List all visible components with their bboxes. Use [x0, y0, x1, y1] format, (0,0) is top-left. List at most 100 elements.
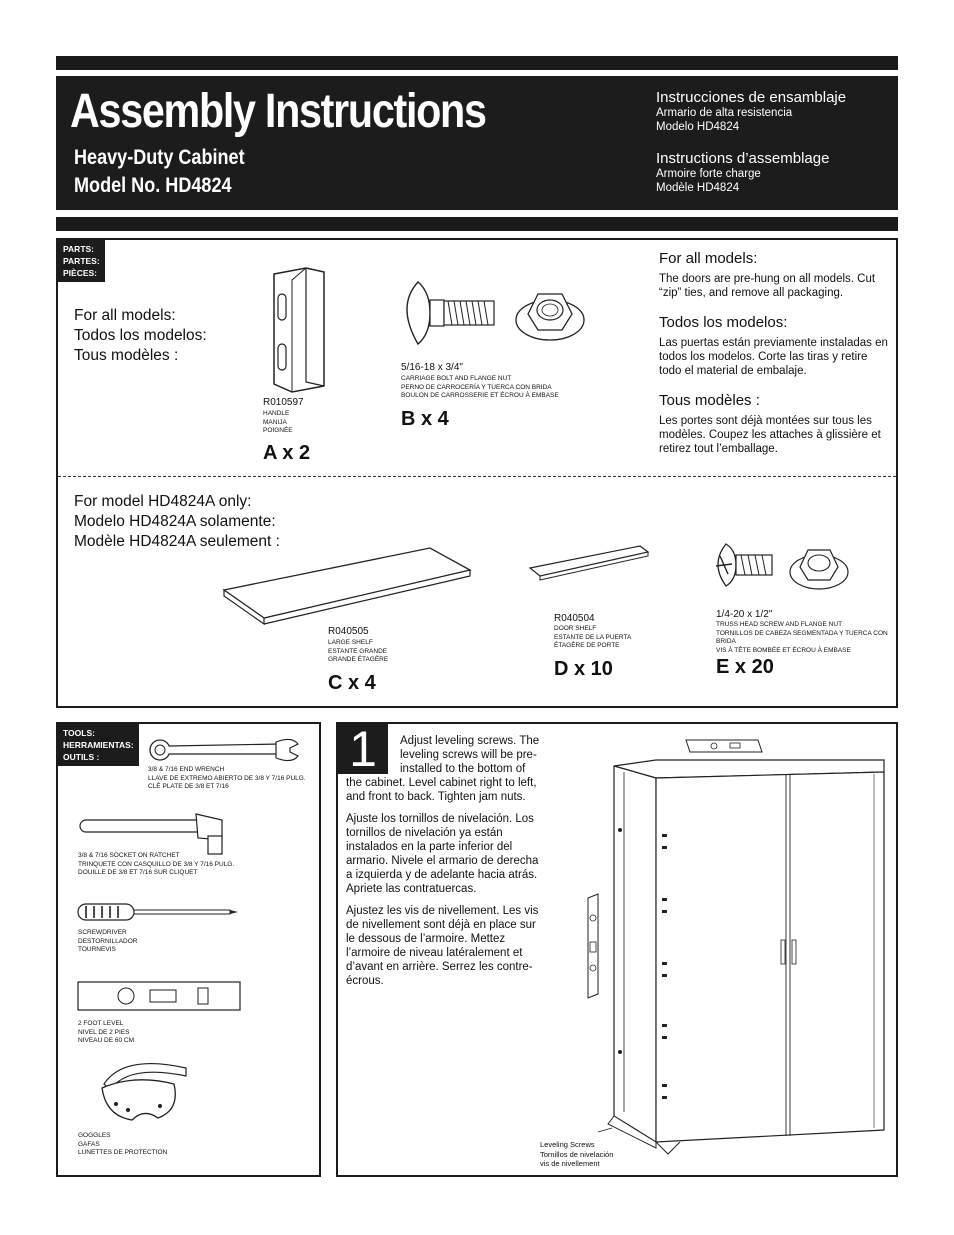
part-a-desc: HANDLE MANIJA POIGNÉE — [263, 410, 293, 436]
step-number: 1 — [338, 724, 388, 774]
handle-illustration — [273, 267, 325, 393]
callout-es: Tornillos de nivelación — [540, 1149, 614, 1159]
all-models-fr: Tous modèles : — [74, 347, 179, 364]
truss-screw-illustration — [715, 543, 773, 587]
part-a-desc-es: MANIJA — [263, 418, 287, 426]
part-b-desc: CARRIAGE BOLT AND FLANGE NUT PERNO DE CA… — [401, 375, 559, 401]
socket-desc-en: 3/8 & 7/16 SOCKET ON RATCHET — [78, 852, 180, 859]
wrench-desc: 3/8 & 7/16 END WRENCH LLAVE DE EXTREMO A… — [148, 766, 306, 792]
fr-heading: Instructions d’assemblage — [656, 150, 830, 167]
part-b-qty: B x 4 — [401, 408, 449, 430]
part-d-code: R040504 — [554, 613, 595, 624]
level-desc-fr: NIVEAU DE 60 CM — [78, 1037, 134, 1044]
goggles-desc-en: GOGGLES — [78, 1132, 111, 1139]
step-1-fr: Ajustez les vis de nivellement. Les vis … — [346, 905, 539, 987]
screwdriver-icon — [77, 903, 238, 921]
part-c-desc-fr: GRANDE ÉTAGÈRE — [328, 656, 389, 663]
part-d-desc-es: ESTANTE DE LA PUERTA — [554, 633, 632, 641]
tools-tag-en: TOOLS: — [63, 728, 95, 738]
product-name: Heavy-Duty Cabinet — [74, 146, 245, 169]
carriage-bolt-illustration — [406, 281, 495, 346]
es-heading: Instrucciones de ensamblaje — [656, 89, 847, 106]
part-e-code: 1/4-20 x 1/2" — [716, 609, 773, 620]
tools-tag-fr: OUTILS : — [63, 752, 100, 762]
part-e-desc-fr: VIS À TÊTE BOMBÉE ET ÉCROU À EMBASE — [716, 646, 851, 654]
all-models-en: For all models: — [74, 307, 176, 324]
tools-tag-es: HERRAMIENTAS: — [63, 740, 134, 750]
tools-panel: TOOLS: HERRAMIENTAS: OUTILS : 3/8 & 7/16… — [56, 722, 321, 1177]
screwdriver-desc-en: SCREWDRIVER — [78, 929, 127, 936]
part-c-code: R040505 — [328, 626, 369, 637]
step-1-es: Ajuste los tornillos de nivelación. Los … — [346, 813, 539, 895]
note-es-heading: Todos los modelos: — [659, 314, 788, 331]
screwdriver-desc: SCREWDRIVER DESTORNILLADOR TOURNEVIS — [78, 929, 137, 955]
part-b-desc-es: PERNO DE CARROCERÍA Y TUERCA CON BRIDA — [401, 383, 552, 391]
wrench-desc-es: LLAVE DE EXTREMO ABIERTO DE 3/8 Y 7/16 P… — [148, 774, 306, 782]
note-fr-text: Les portes sont déjà montées sur tous le… — [659, 415, 881, 455]
part-c-desc: LARGE SHELF ESTANTE GRANDE GRANDE ÉTAGÈR… — [328, 639, 388, 665]
level-icon — [77, 981, 241, 1011]
hd4824a-en: For model HD4824A only: — [74, 493, 252, 510]
part-c-qty: C x 4 — [328, 672, 376, 694]
level-desc-es: NIVEL DE 2 PIES — [78, 1028, 130, 1036]
part-a-desc-fr: POIGNÉE — [263, 427, 293, 434]
part-a-desc-en: HANDLE — [263, 410, 290, 417]
step-1-en: Adjust leveling screws. The leveling scr… — [346, 735, 540, 803]
notes-column: For all models: The doors are pre-hung o… — [659, 250, 889, 456]
screwdriver-desc-fr: TOURNEVIS — [78, 946, 116, 953]
cabinet-illustration — [587, 739, 885, 1155]
note-en-heading: For all models: — [659, 250, 758, 267]
part-b-desc-fr: BOULON DE CARROSSERIE ET ÉCROU À EMBASE — [401, 392, 559, 399]
large-shelf-illustration — [222, 547, 472, 626]
part-a-code: R010597 — [263, 397, 304, 408]
screwdriver-desc-es: DESTORNILLADOR — [78, 937, 138, 945]
part-d-qty: D x 10 — [554, 658, 613, 680]
header-bottom-rule — [56, 217, 898, 231]
part-b-desc-en: CARRIAGE BOLT AND FLANGE NUT — [401, 375, 512, 382]
part-d-desc-en: DOOR SHELF — [554, 625, 597, 632]
part-e-qty: E x 20 — [716, 656, 774, 678]
goggles-desc-fr: LUNETTES DE PROTECTION — [78, 1149, 168, 1156]
tools-tag: TOOLS: HERRAMIENTAS: OUTILS : — [58, 724, 139, 766]
hd4824a-label: For model HD4824A only: Modelo HD4824A s… — [74, 492, 280, 552]
top-rule — [56, 56, 898, 70]
level-desc-en: 2 FOOT LEVEL — [78, 1020, 124, 1027]
parts-tag-es: PARTES: — [63, 256, 100, 266]
goggles-desc-es: GAFAS — [78, 1140, 100, 1148]
door-shelf-illustration — [528, 545, 650, 581]
flange-nut-illustration — [515, 293, 585, 341]
es-line2: Modelo HD4824 — [656, 121, 740, 133]
note-en-text: The doors are pre-hung on all models. Cu… — [659, 273, 876, 299]
part-b-code: 5/16-18 x 3/4" — [401, 362, 463, 373]
model-number: Model No. HD4824 — [74, 174, 232, 197]
step-1-panel: 1 Adjust leveling screws. The leveling s… — [336, 722, 898, 1177]
all-models-label: For all models: Todos los modelos: Tous … — [74, 306, 207, 366]
parts-panel: PARTS: PARTES: PIÈCES: For all models: T… — [56, 238, 898, 708]
part-d-desc: DOOR SHELF ESTANTE DE LA PUERTA ÉTAGÈRE … — [554, 625, 631, 651]
page-title: Assembly Instructions — [70, 85, 487, 138]
socket-desc-fr: DOUILLE DE 3/8 ET 7/16 SUR CLIQUET — [78, 869, 198, 876]
level-desc: 2 FOOT LEVEL NIVEL DE 2 PIES NIVEAU DE 6… — [78, 1020, 134, 1046]
es-line1: Armario de alta resistencia — [656, 107, 793, 119]
note-es-text: Las puertas están previamente instaladas… — [659, 337, 888, 377]
hd4824a-es: Modelo HD4824A solamente: — [74, 513, 276, 530]
section-divider — [58, 476, 896, 477]
parts-tag-fr: PIÈCES: — [63, 268, 98, 278]
wrench-icon — [149, 738, 299, 762]
part-e-desc: TRUSS HEAD SCREW AND FLANGE NUT TORNILLO… — [716, 621, 896, 655]
part-c-desc-en: LARGE SHELF — [328, 639, 373, 646]
leveling-screws-callout: Leveling Screws Tornillos de nivelación … — [540, 1140, 613, 1169]
part-a-qty: A x 2 — [263, 442, 311, 464]
fr-line2: Modèle HD4824 — [656, 182, 740, 194]
parts-tag-en: PARTS: — [63, 244, 95, 254]
parts-tag: PARTS: PARTES: PIÈCES: — [58, 240, 105, 282]
socket-ratchet-icon — [79, 813, 223, 855]
wrench-desc-en: 3/8 & 7/16 END WRENCH — [148, 766, 225, 773]
note-fr-heading: Tous modèles : — [659, 392, 760, 409]
part-c-desc-es: ESTANTE GRANDE — [328, 647, 388, 655]
socket-desc-es: TRINQUETE CON CASQUILLO DE 3/8 Y 7/16 PU… — [78, 860, 235, 868]
hd4824a-fr: Modèle HD4824A seulement : — [74, 533, 280, 550]
fr-line1: Armoire forte charge — [656, 168, 761, 180]
callout-en: Leveling Screws — [540, 1140, 595, 1149]
goggles-desc: GOGGLES GAFAS LUNETTES DE PROTECTION — [78, 1132, 167, 1158]
